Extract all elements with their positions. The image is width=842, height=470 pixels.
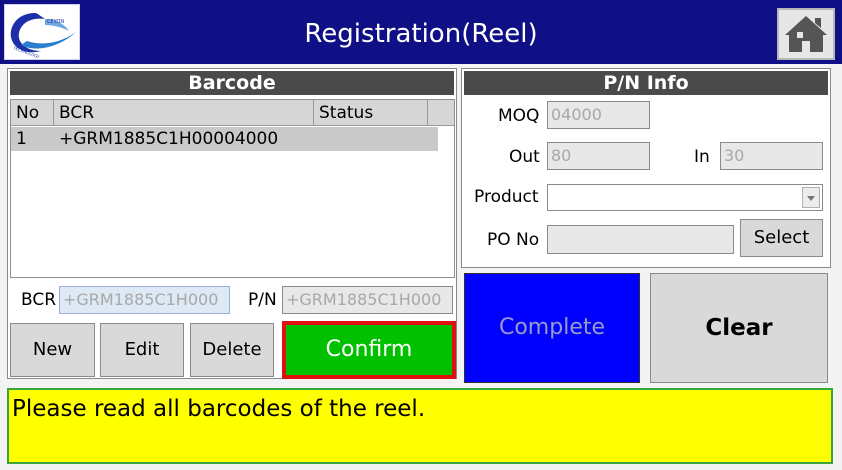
pn-label: P/N [248, 290, 277, 310]
out-label: Out [509, 147, 540, 167]
delete-button[interactable]: Delete [190, 323, 274, 377]
svg-text:CEYON: CEYON [47, 19, 64, 25]
column-spacer [428, 100, 454, 126]
edit-button[interactable]: Edit [100, 323, 184, 377]
out-input[interactable]: 80 [547, 142, 650, 170]
row-bcr: +GRM1885C1H00004000 [59, 129, 279, 149]
column-status[interactable]: Status [314, 100, 428, 126]
po-input[interactable] [547, 225, 734, 254]
product-label: Product [474, 187, 539, 207]
product-select[interactable] [547, 184, 823, 211]
select-button[interactable]: Select [740, 219, 823, 257]
confirm-button[interactable]: Confirm [282, 321, 456, 379]
chevron-down-icon[interactable] [802, 187, 820, 208]
moq-input[interactable]: 04000 [547, 101, 650, 129]
po-label: PO No [487, 230, 540, 250]
table-row[interactable]: 1 +GRM1885C1H00004000 [11, 127, 438, 151]
moq-label: MOQ [498, 106, 540, 126]
row-status [314, 127, 428, 151]
status-message: Please read all barcodes of the reel. [12, 396, 426, 422]
bcr-label: BCR [21, 290, 57, 310]
barcode-panel-title: Barcode [10, 71, 454, 95]
barcode-grid[interactable]: No BCR Status 1 +GRM1885C1H00004000 [10, 99, 455, 278]
column-no[interactable]: No [11, 100, 54, 126]
pn-input[interactable]: +GRM1885C1H000 [282, 286, 453, 314]
home-icon [785, 16, 827, 52]
in-label: In [694, 147, 710, 167]
clear-button[interactable]: Clear [650, 273, 828, 383]
company-logo: CEYON TECHNOLOGY [4, 4, 80, 60]
grid-header: No BCR Status [11, 100, 454, 126]
row-no: 1 [16, 129, 27, 149]
home-button[interactable] [777, 8, 835, 60]
in-input[interactable]: 30 [720, 142, 823, 170]
complete-button[interactable]: Complete [464, 273, 640, 383]
column-bcr[interactable]: BCR [54, 100, 314, 126]
window-title: Registration(Reel) [304, 19, 538, 49]
new-button[interactable]: New [10, 323, 95, 377]
title-bar: CEYON TECHNOLOGY Registration(Reel) [0, 0, 842, 64]
bcr-input[interactable]: +GRM1885C1H000 [59, 286, 230, 314]
pn-info-title: P/N Info [464, 71, 828, 95]
status-message-bar: Please read all barcodes of the reel. [7, 388, 833, 464]
